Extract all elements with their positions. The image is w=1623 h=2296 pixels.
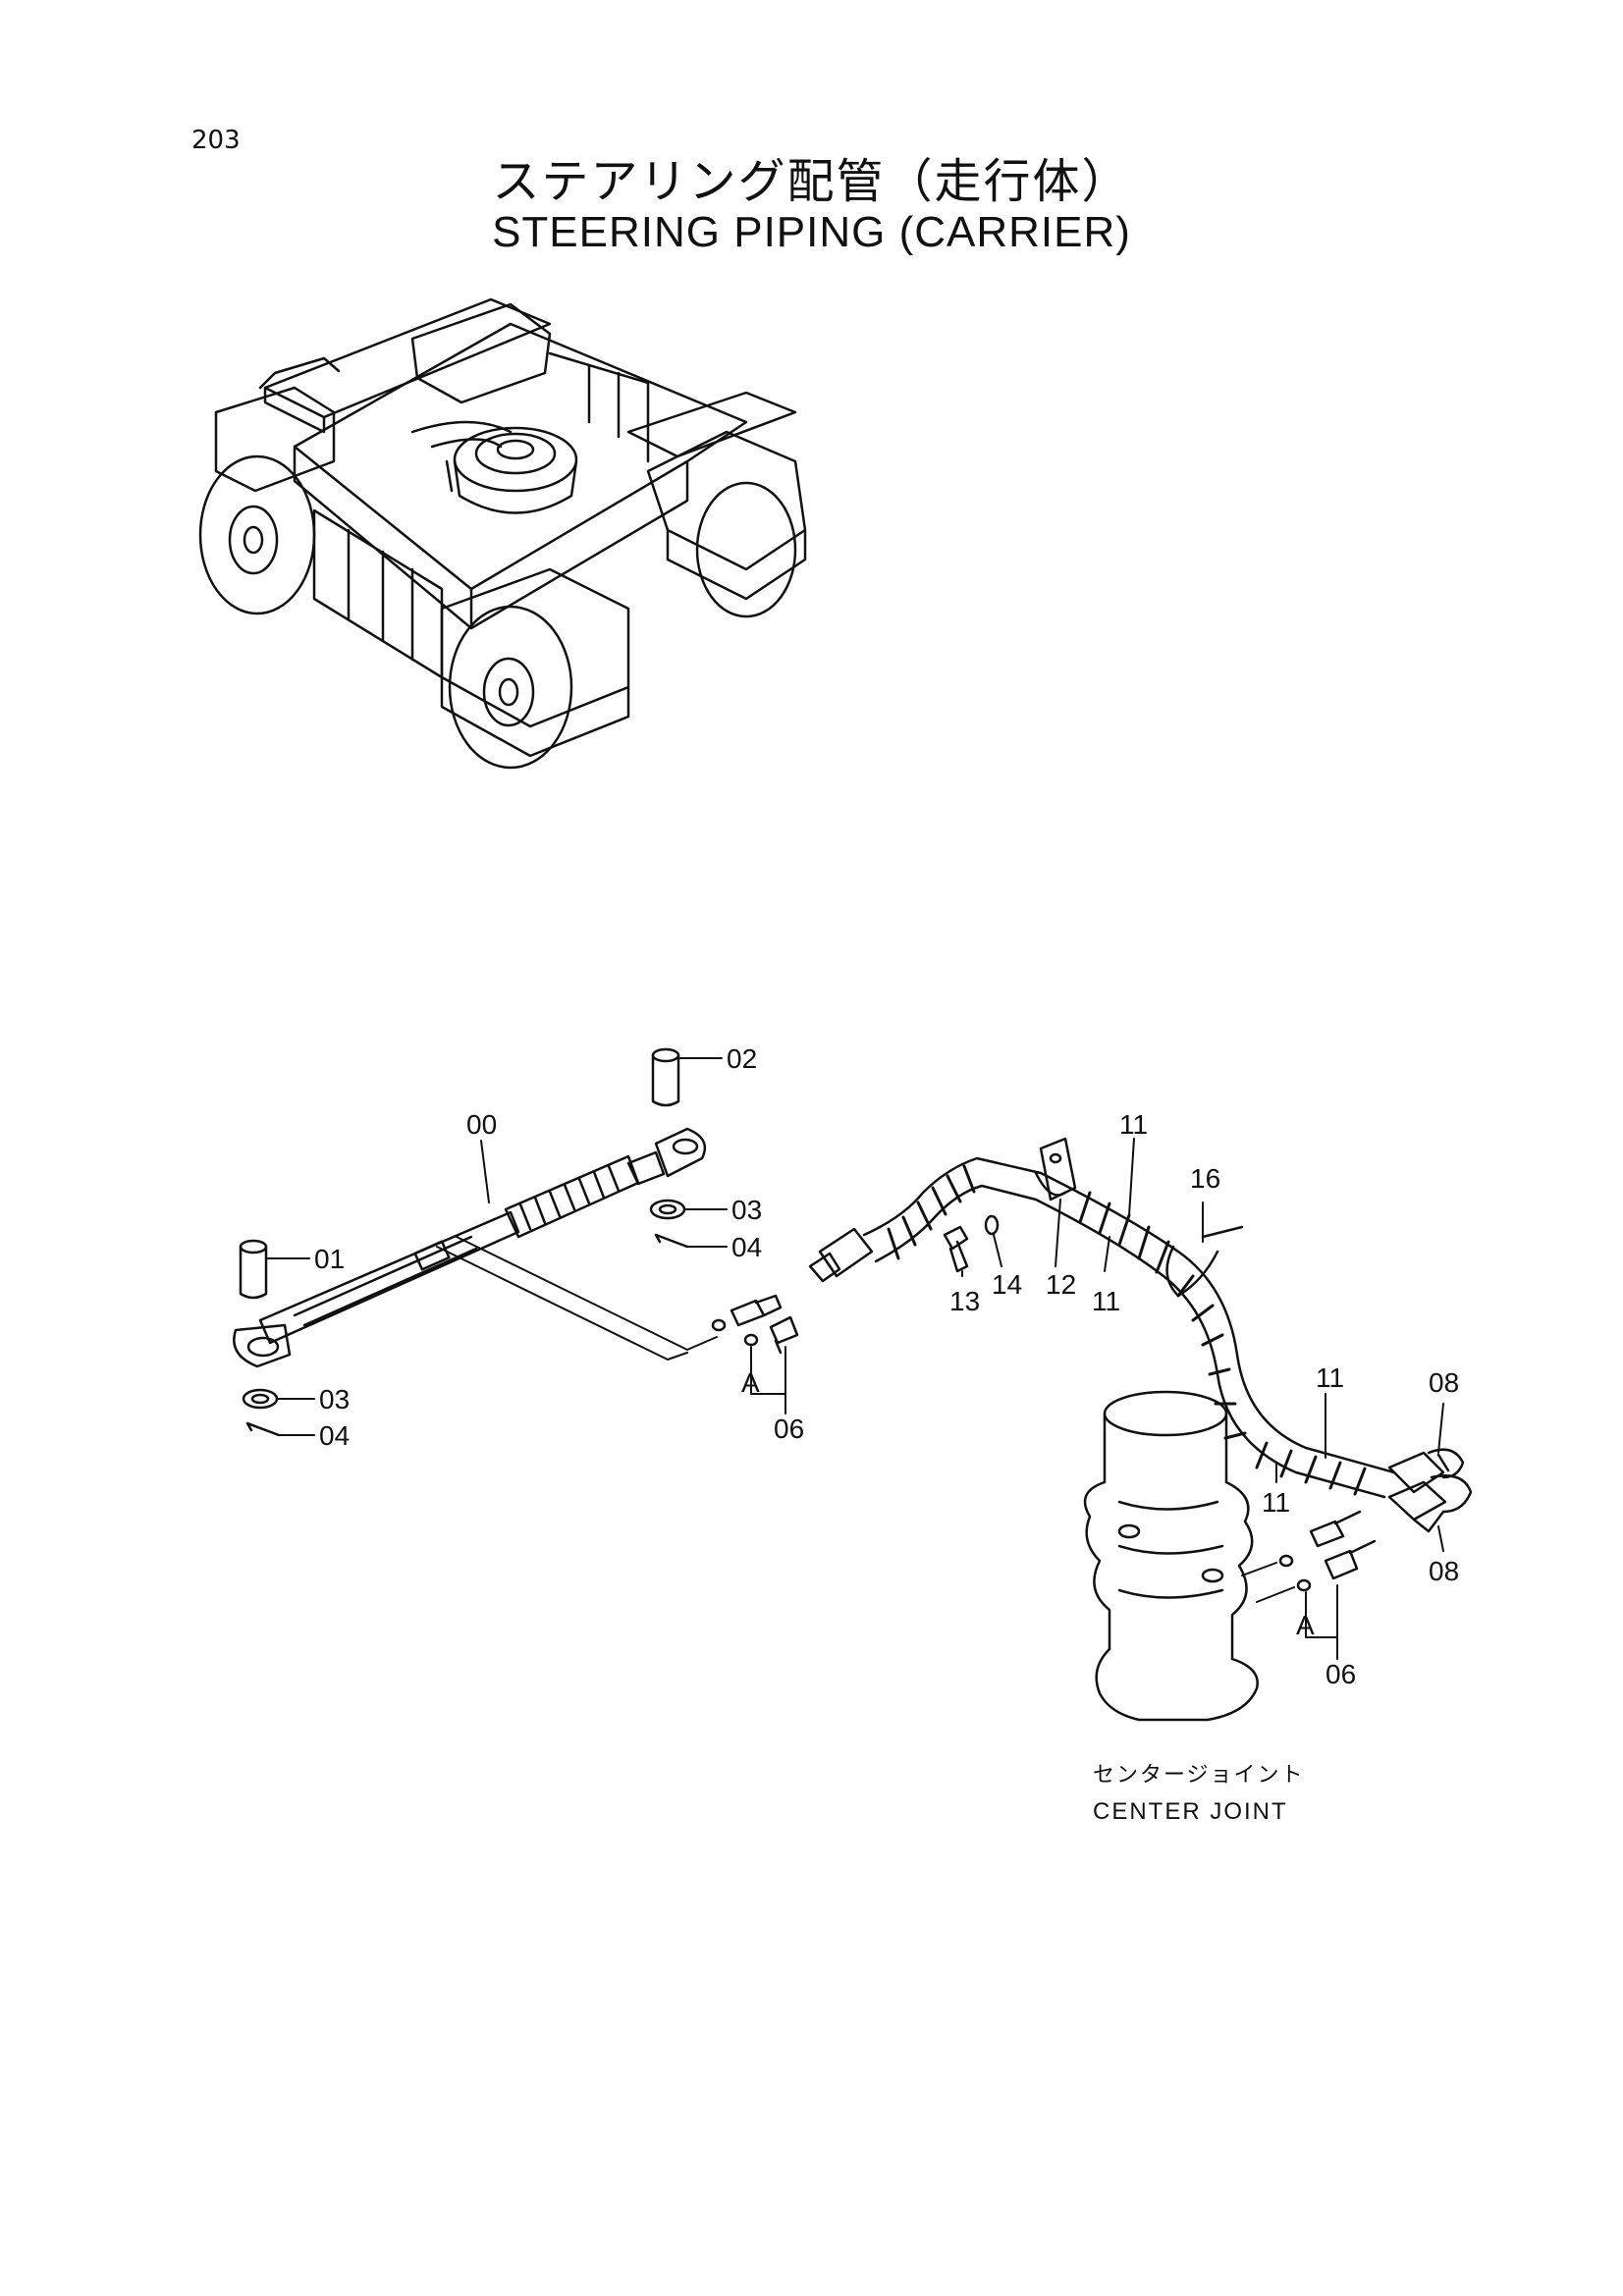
leader-lines [265, 1057, 1444, 1660]
cylinder-rear-eye-hole [246, 1336, 280, 1358]
callout-14: 14 [992, 1269, 1022, 1300]
page-number: 203 [191, 126, 241, 155]
center-joint-label-jp: センタージョイント [1093, 1763, 1305, 1788]
rear-left-wheel [448, 605, 573, 770]
callout-11-b: 11 [1092, 1286, 1120, 1316]
callout-11-a: 11 [1119, 1109, 1148, 1140]
cylinder-front-eye-hole [672, 1138, 699, 1155]
washer-03-lower [242, 1388, 279, 1410]
callout-08-upper: 08 [1429, 1367, 1459, 1398]
callout-12: 12 [1046, 1269, 1076, 1300]
rear-left-hub [482, 657, 535, 727]
front-fender [214, 386, 336, 493]
slewing-ring-inner [474, 432, 557, 475]
slewing-ring [453, 426, 578, 493]
cotter-pin-04-lower [245, 1421, 281, 1437]
elbow-08-lower [1387, 1474, 1473, 1533]
fitting-06-left [711, 1294, 799, 1355]
washer-03-upper [649, 1199, 686, 1220]
callouts: 00 01 02 03 04 03 04 A 06 13 14 12 11 11… [314, 1043, 1459, 1825]
center-joint-illustration [1083, 1390, 1259, 1722]
callout-00: 00 [466, 1109, 497, 1140]
callout-01: 01 [314, 1244, 345, 1274]
rear-right-wheel [695, 481, 797, 618]
pin-01 [239, 1239, 268, 1300]
band-16 [1165, 1225, 1244, 1298]
rear-left-hub-center [498, 677, 519, 707]
callout-08-lower: 08 [1429, 1556, 1459, 1586]
callout-03-lower: 03 [319, 1384, 350, 1415]
carrier-hydraulic-lines [410, 420, 513, 493]
carrier-frame-side [293, 445, 689, 630]
front-left-hub-center [243, 525, 264, 555]
title-english: STEERING PIPING (CARRIER) [492, 208, 1131, 256]
clamp-12 [1034, 1137, 1077, 1201]
callout-04-lower: 04 [319, 1420, 350, 1451]
cylinder-port-line-2 [436, 1246, 688, 1361]
carrier-ladder-frame-rear [548, 351, 650, 463]
callout-11-c: 11 [1316, 1362, 1344, 1393]
cylinder-port-line [456, 1236, 718, 1351]
carrier-illustration [198, 297, 807, 770]
center-joint-label-en: CENTER JOINT [1093, 1798, 1288, 1825]
washer-03-upper-hole [658, 1203, 677, 1215]
steering-cylinder [233, 1127, 718, 1368]
carrier-front-rail-face [263, 386, 326, 434]
bolt-13 [943, 1225, 969, 1273]
callout-11-d: 11 [1262, 1487, 1290, 1518]
callout-03-upper: 03 [731, 1195, 762, 1225]
callout-02: 02 [727, 1043, 757, 1074]
cylinder-rear-eye [233, 1323, 292, 1368]
callout-a-right: A [1296, 1610, 1315, 1640]
callout-06-right: 06 [1325, 1659, 1356, 1689]
hose-end-fitting [808, 1227, 874, 1283]
cylinder-rod-end [626, 1150, 666, 1186]
washer-03-lower-hole [250, 1393, 270, 1405]
title-japanese: ステアリング配管（走行体） [492, 154, 1131, 209]
callout-06-left: 06 [774, 1414, 804, 1444]
pin-02 [651, 1047, 680, 1107]
cotter-pin-04-upper [654, 1233, 689, 1249]
callout-04-upper: 04 [731, 1232, 762, 1262]
front-left-wheel [198, 454, 316, 615]
front-left-hub [228, 505, 279, 575]
carrier-front-rail [263, 297, 552, 419]
rear-right-fender [646, 430, 807, 601]
cylinder-slot-block [413, 1240, 451, 1271]
callout-16: 16 [1190, 1163, 1220, 1194]
cylinder-barrel [258, 1210, 520, 1345]
callout-a-left: A [741, 1367, 760, 1398]
carrier-ladder-frame [312, 508, 444, 679]
rear-left-fender [440, 567, 630, 758]
carrier-drawbar [258, 356, 341, 390]
carrier-rear-rail [626, 391, 797, 458]
washer-14 [984, 1214, 1000, 1236]
hose-11 [862, 1156, 1396, 1499]
callout-13: 13 [949, 1286, 980, 1316]
slewing-ring-core [496, 439, 535, 460]
cylinder-bellows [504, 1154, 640, 1239]
cylinder-front-eye [654, 1127, 707, 1178]
front-right-fender [410, 302, 552, 404]
fitting-06-right [1241, 1510, 1377, 1603]
slewing-ring-base [453, 459, 578, 514]
